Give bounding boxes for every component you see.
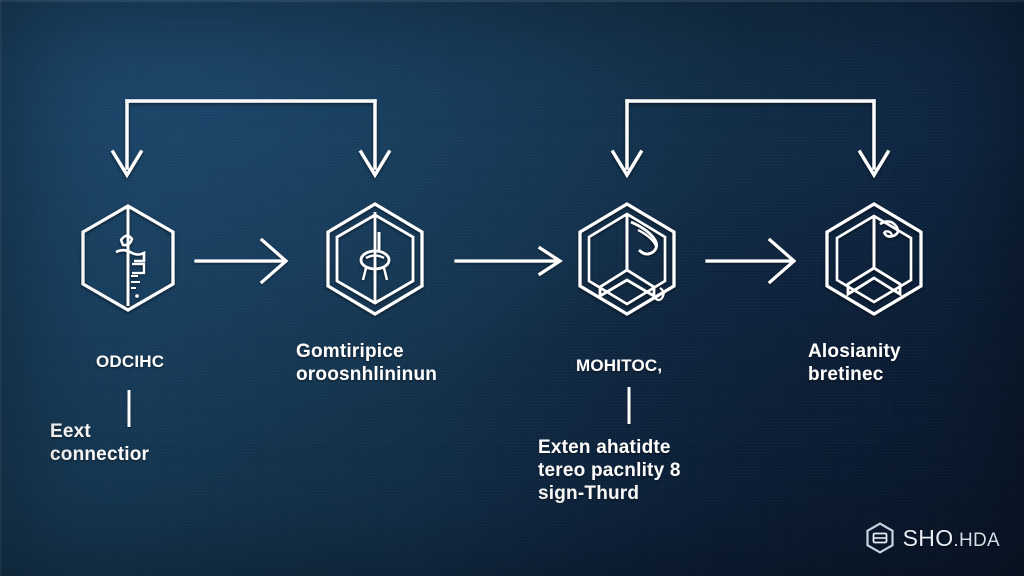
node-4-icon[interactable] bbox=[825, 202, 923, 316]
bracket-left-arrowhead-a bbox=[110, 149, 144, 179]
bracket-right-arrowhead-b bbox=[857, 149, 891, 179]
node-1-glyph-head bbox=[119, 234, 134, 247]
brand-name-suffix: .HDA bbox=[953, 529, 1000, 551]
node-4-glyph-base bbox=[846, 266, 902, 297]
node-3-glyph-hook bbox=[654, 287, 665, 302]
bracket-group bbox=[110, 99, 891, 179]
bracket-right bbox=[610, 99, 891, 179]
node-1-detail: Eext connectior bbox=[50, 421, 150, 466]
node-3-glyph-base bbox=[598, 268, 656, 299]
node-3-glyph-lid bbox=[630, 220, 658, 256]
node-1-icon[interactable] bbox=[81, 204, 175, 312]
bracket-left-arrowhead-b bbox=[358, 149, 392, 179]
hexagon-outline-document-icon bbox=[81, 204, 175, 312]
hexagon-outline-box-icon bbox=[825, 202, 923, 316]
node-4-inner-hexagon bbox=[835, 214, 913, 304]
node-1-glyph-panel bbox=[132, 262, 146, 275]
flow-arrow-group bbox=[194, 237, 797, 285]
hexagon-outline-cube-icon bbox=[578, 202, 676, 316]
node-2-title: Gomtiripice oroosnhlininun bbox=[296, 341, 438, 386]
hexagon-server-logo-icon bbox=[866, 522, 894, 554]
node-2-icon[interactable] bbox=[326, 202, 424, 316]
arrow-1-2-head bbox=[259, 237, 289, 285]
connector-tick-group bbox=[127, 387, 631, 427]
node-2-glyph-ring-inner bbox=[365, 254, 385, 259]
bracket-right-arrowhead-a bbox=[610, 149, 644, 179]
brand-hexagon-outline bbox=[866, 522, 894, 554]
arrow-3-4 bbox=[705, 237, 797, 285]
node-1-title: ODCIHC bbox=[96, 352, 165, 371]
node-4-glyph-flap-inner bbox=[883, 230, 894, 236]
node-2-glyph-legs bbox=[361, 267, 389, 283]
brand-watermark: SHO.HDA bbox=[865, 522, 1000, 554]
arrow-2-3-head bbox=[537, 245, 563, 277]
node-4-glyph-flap bbox=[879, 220, 900, 238]
arrow-1-2 bbox=[194, 237, 289, 285]
node-3-icon[interactable] bbox=[578, 202, 676, 316]
node-3-inner-hexagon bbox=[587, 212, 667, 306]
node-4-title: Alosianity bretinec bbox=[808, 341, 901, 386]
node-1-glyph-lines bbox=[131, 275, 140, 289]
node-1-glyph-dot bbox=[135, 294, 139, 298]
node-3-glyph-lid-inner bbox=[637, 229, 658, 247]
node-3-detail: Exten ahatidte tereo pacnlity 8 sign-Thu… bbox=[538, 437, 681, 505]
node-3-title: MOHITOC, bbox=[576, 356, 663, 375]
bracket-left bbox=[110, 99, 392, 179]
brand-name-main: SHO bbox=[902, 524, 954, 551]
arrow-2-3 bbox=[454, 245, 563, 277]
arrow-3-4-head bbox=[767, 237, 797, 285]
node-1-glyph-body bbox=[115, 248, 146, 263]
brand-name: SHO.HDA bbox=[903, 525, 1000, 552]
hexagon-outline-gear-icon bbox=[326, 202, 424, 316]
